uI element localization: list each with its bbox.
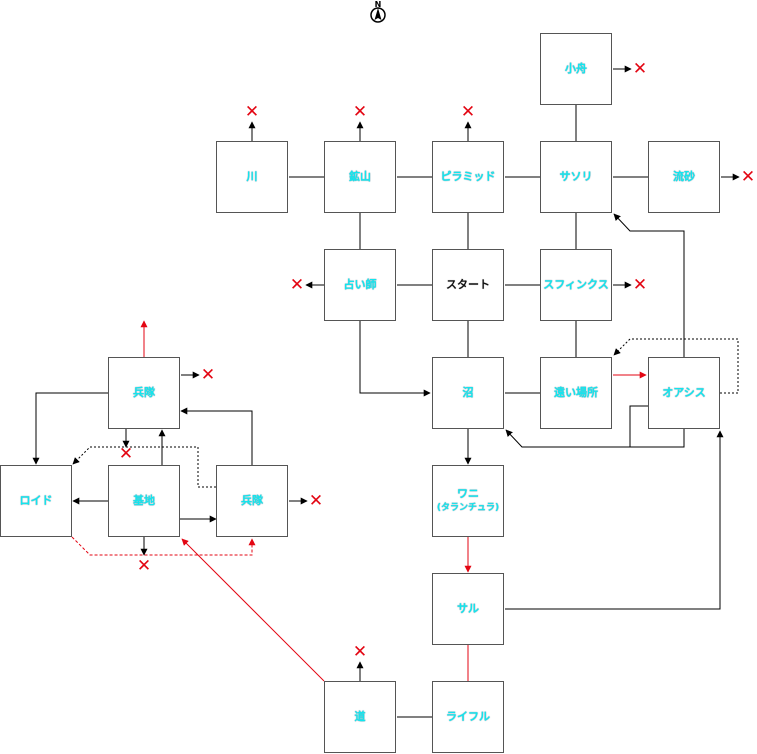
room-label: 川 xyxy=(246,170,258,183)
edge-heitai-android xyxy=(32,392,108,465)
room-label: サル xyxy=(457,602,479,615)
room-kawa[interactable]: 川 xyxy=(216,141,288,213)
edge-heitai-e-heitai-n xyxy=(180,407,253,465)
compass-north-icon: N xyxy=(370,0,386,24)
edge-uranaishi-numa xyxy=(359,321,431,397)
dead-end-x-icon: ✕ xyxy=(118,444,134,464)
dead-end-x-icon: ✕ xyxy=(244,102,260,122)
room-android[interactable]: ロイド xyxy=(0,465,72,537)
room-label-sub: (タランチュラ) xyxy=(436,503,500,513)
room-label: 兵隊 xyxy=(241,494,263,507)
room-ryusa[interactable]: 流砂 xyxy=(648,141,720,213)
room-label: 道 xyxy=(354,710,366,723)
room-kouzan[interactable]: 鉱山 xyxy=(324,141,396,213)
room-heitai-east[interactable]: 兵隊 xyxy=(216,465,288,537)
edge-saru-oasis xyxy=(505,430,724,610)
room-kichi[interactable]: 基地 xyxy=(108,465,180,537)
dead-end-x-icon: ✕ xyxy=(308,491,324,511)
edge-oasis-tooi-dotted xyxy=(613,338,739,394)
room-oasis[interactable]: オアシス xyxy=(648,357,720,429)
dead-end-x-icon: ✕ xyxy=(632,275,648,295)
dead-end-x-icon: ✕ xyxy=(289,275,305,295)
room-kobune[interactable]: 小舟 xyxy=(540,33,612,105)
room-pyramid[interactable]: ピラミッド xyxy=(432,141,504,213)
room-label: ライフル xyxy=(446,710,490,723)
room-rifle[interactable]: ライフル xyxy=(432,681,504,753)
room-label: 沼 xyxy=(462,386,474,399)
dead-end-x-icon: ✕ xyxy=(136,556,152,576)
room-label-main: ワニ xyxy=(456,487,479,500)
dead-end-x-icon: ✕ xyxy=(352,642,368,662)
room-label: ワニ (タランチュラ) xyxy=(437,487,499,515)
room-label: 流砂 xyxy=(673,170,695,183)
room-uranaishi[interactable]: 占い師 xyxy=(324,249,396,321)
room-tooibasho[interactable]: 遠い場所 xyxy=(540,357,612,429)
room-label: 遠い場所 xyxy=(554,386,598,399)
room-label: 小舟 xyxy=(565,62,587,75)
dead-end-x-icon: ✕ xyxy=(740,167,756,187)
edge-oasis-numa xyxy=(505,429,685,448)
dead-end-x-icon: ✕ xyxy=(632,59,648,79)
edge-android-heitai-e-red xyxy=(71,536,256,556)
edge-heitai-e-android-dotted xyxy=(72,446,216,488)
room-label: 占い師 xyxy=(343,278,377,291)
edge-tooi-oasis-loop xyxy=(629,405,648,447)
room-label: 鉱山 xyxy=(349,170,371,183)
room-sphinx[interactable]: スフィンクス xyxy=(540,249,612,321)
dead-end-x-icon: ✕ xyxy=(200,365,216,385)
room-label: スフィンクス xyxy=(543,278,609,291)
dead-end-x-icon: ✕ xyxy=(352,102,368,122)
room-numa[interactable]: 沼 xyxy=(432,357,504,429)
room-saru[interactable]: サル xyxy=(432,573,504,645)
room-heitai-north[interactable]: 兵隊 xyxy=(108,357,180,429)
room-wani[interactable]: ワニ (タランチュラ) xyxy=(432,465,504,537)
room-label: 兵隊 xyxy=(133,386,155,399)
room-michi[interactable]: 道 xyxy=(324,681,396,753)
room-label: スタート xyxy=(446,278,490,291)
edge-michi-kichi-red xyxy=(181,538,325,682)
room-label: ピラミッド xyxy=(440,170,496,183)
edge-oasis-sasori xyxy=(613,213,685,357)
room-label: 基地 xyxy=(133,494,155,507)
room-label: サソリ xyxy=(559,170,593,183)
compass-letter: N xyxy=(375,0,382,9)
dead-end-x-icon: ✕ xyxy=(460,102,476,122)
room-label: ロイド xyxy=(19,494,53,507)
room-start[interactable]: スタート xyxy=(432,249,504,321)
room-sasori[interactable]: サソリ xyxy=(540,141,612,213)
room-label: オアシス xyxy=(662,386,706,399)
